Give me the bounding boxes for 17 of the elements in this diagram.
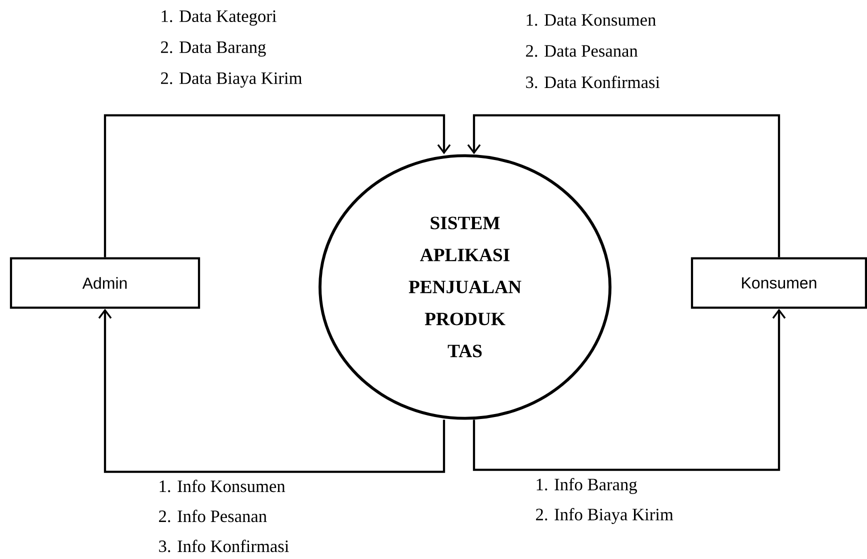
- flow-label: 3. Data Konfirmasi: [526, 76, 660, 88]
- entity-box: Admin: [10, 257, 200, 309]
- arrow: [472, 308, 786, 471]
- arrow: [104, 114, 451, 258]
- flow-label: 1. Data Konsumen: [526, 14, 656, 26]
- entity-box: Konsumen: [690, 257, 867, 309]
- flow-label: 1. Info Barang: [536, 478, 637, 494]
- flow-label: 1. Info Konsumen: [160, 480, 286, 492]
- flow-label: 2. Data Barang: [161, 41, 266, 57]
- arrow: [98, 308, 446, 473]
- flow-label: 2. Info Pesanan: [159, 510, 267, 522]
- flow-label: 3. Info Konfirmasi: [159, 540, 289, 552]
- flow-label: 2. Data Biaya Kirim: [161, 72, 302, 88]
- flow-label: 2. Data Pesanan: [526, 45, 638, 57]
- flow-label: 2. Info Biaya Kirim: [536, 508, 674, 524]
- flow-label: 1. Data Kategori: [162, 10, 276, 26]
- arrow: [467, 114, 780, 258]
